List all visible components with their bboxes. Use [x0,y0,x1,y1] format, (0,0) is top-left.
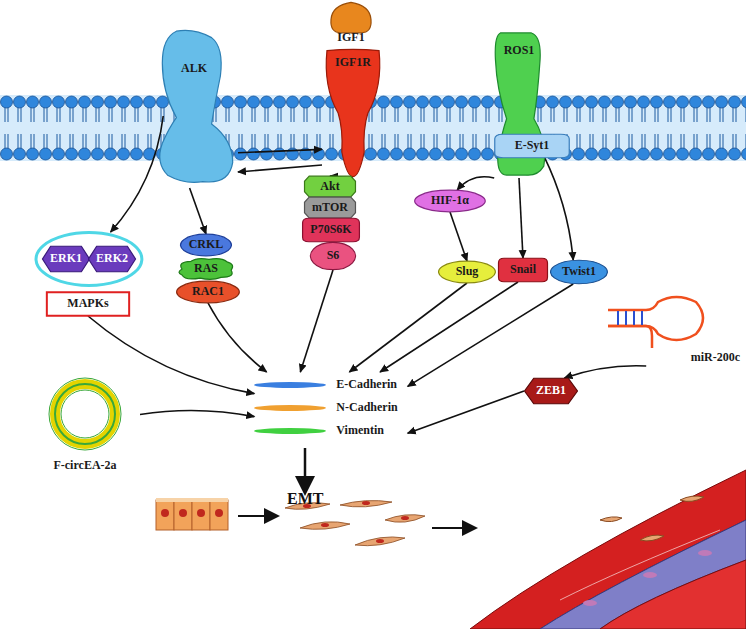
membrane-core [0,95,746,161]
node-label: ERK2 [96,252,128,265]
signal-arrow [519,178,523,258]
stage-label: EMT [287,490,323,508]
node-label: HIF-1α [431,194,469,207]
node-label: mTOR [312,201,348,214]
factor-oval: HIF-1α [414,190,486,212]
signal-arrow [111,116,164,232]
receptor: ALK [150,28,238,188]
signal-arrow [457,177,494,190]
node-label: IGF1R [335,56,371,69]
protein-box: P70S6K [302,218,360,242]
node-label: Snail [510,263,536,276]
node-label: ROS1 [504,44,535,57]
node-label: RAC1 [192,285,224,298]
signal-arrow [380,282,518,372]
signal-arrow [408,284,574,386]
signal-arrow [140,411,254,417]
group-ellipse: ERK1 ERK2 [35,232,143,286]
signal-arrow [544,156,573,260]
marker-bar [254,405,326,411]
signal-arrow [565,366,647,378]
epithelial-cells [156,498,228,530]
protein-oval: CRKL [180,234,232,256]
protein-oval: S6 [310,242,356,270]
emt-transition-arrow [238,515,272,517]
node-label: Akt [320,180,339,193]
signal-arrow [408,391,524,433]
marker-bar [254,428,326,434]
node-label: E-Syt1 [515,139,550,152]
lipid-bilayer [0,95,746,161]
family-box: MAPKs [46,292,130,316]
marker-name: E-Cadherin [336,378,397,391]
blood-vessel [470,470,746,629]
signal-arrow [238,149,322,152]
node-label: ERK1 [50,252,82,265]
node-label: CRKL [189,238,224,251]
factor-hexagon: ZEB1 [524,378,578,404]
kinase-hexagon: ERK2 [88,246,136,272]
node-label: F-circEA-2a [53,459,116,472]
protein-oval: RAS [176,257,236,281]
circrna-ring: F-circEA-2a [30,378,140,474]
signal-arrow [88,316,254,394]
marker-row: E-Cadherin [254,374,397,397]
node-label: S6 [327,249,340,262]
marker-name: N-Cadherin [336,401,397,414]
protein-oval: RAC1 [176,281,240,303]
protein-box: E-Syt1 [494,134,570,158]
signal-arrow [450,212,467,261]
ligand: IGF1 [326,2,376,46]
factor-oval: Slug [438,261,496,283]
signal-arrow [238,165,322,172]
factor-oval: Twist1 [550,260,608,284]
signal-arrow [190,188,206,234]
mesenchymal-nuclei [303,501,409,543]
signal-arrow [208,303,267,372]
emt-markers: E-CadherinN-CadherinVimentin [254,372,407,444]
invasion-arrow [432,527,470,529]
receptor: IGF1R [322,48,384,178]
mirna-hairpin: miR-200c [606,296,740,366]
node-label: IGF1 [337,31,364,44]
marker-name: Vimentin [336,424,384,437]
node-label: MAPKs [67,297,108,310]
node-label: Slug [456,265,479,278]
signal-arrow [300,270,333,372]
node-label: ZEB1 [536,384,566,397]
emt-arrow [304,448,307,486]
protein-box: Akt [304,176,356,197]
factor-box: Snail [498,258,548,282]
node-label: RAS [194,262,218,275]
mesenchymal-cells [285,501,425,546]
protein-box: mTOR [304,197,356,218]
kinase-hexagon: ERK1 [42,246,90,272]
node-label: Twist1 [562,265,596,278]
marker-row: N-Cadherin [254,397,397,420]
marker-bar [254,382,326,388]
node-label: P70S6K [310,223,351,236]
node-label: miR-200c [691,351,740,364]
marker-row: Vimentin [254,420,384,443]
node-label: ALK [181,62,207,75]
receptor-outline [150,28,238,188]
